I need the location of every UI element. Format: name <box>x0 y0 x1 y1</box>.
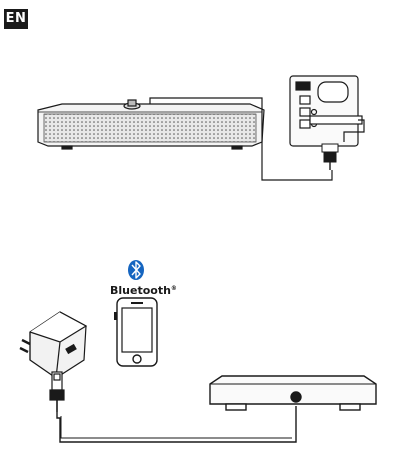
soundbar-rear <box>210 376 376 410</box>
usb-power-adapter <box>20 312 86 378</box>
bluetooth-icon <box>128 260 144 280</box>
optical-plug <box>322 144 338 170</box>
soundbar-top <box>38 100 264 149</box>
bluetooth-label: Bluetooth® <box>110 284 177 297</box>
tv-rear-panel <box>290 76 362 146</box>
smartphone <box>114 298 157 366</box>
